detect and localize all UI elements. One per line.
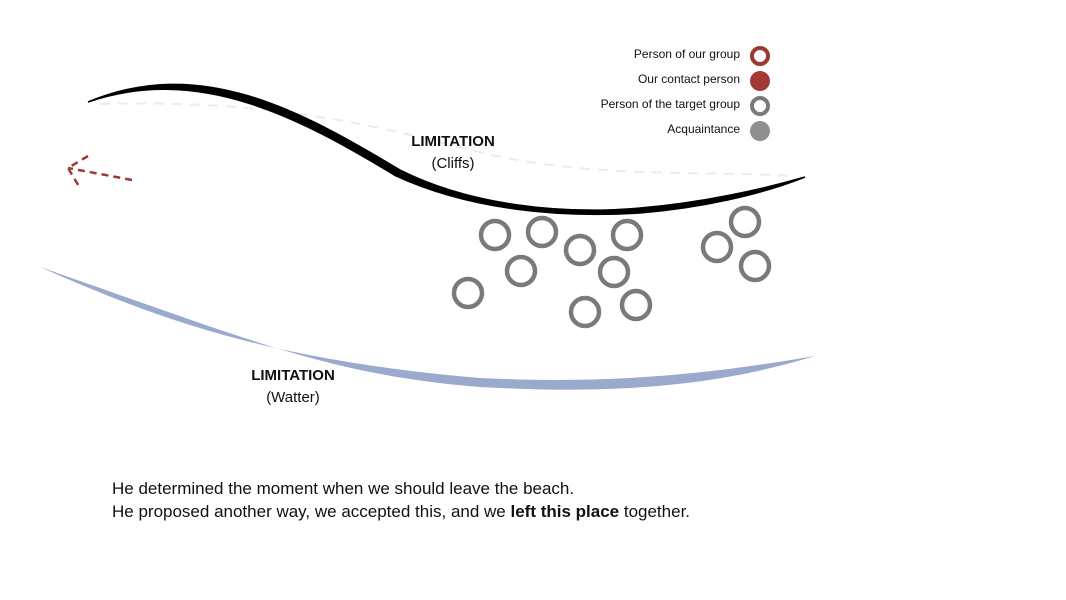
legend-label: Acquaintance [667,122,740,136]
target-group-person-icon [568,295,602,329]
target-group-person-icon [563,233,597,267]
water-limitation-label: LIMITATION (Watter) [233,365,353,409]
caption: He determined the moment when we should … [112,477,690,523]
target-group-person-icon [738,249,772,283]
caption-line-2-end: together. [619,502,691,521]
caption-line-2: He proposed another way, we accepted thi… [112,500,690,523]
legend-label: Our contact person [637,72,740,86]
target-group-person-icon [504,254,538,288]
cliffs-limitation-subtitle: (Cliffs) [431,155,475,172]
target-group-person-icon [597,255,631,289]
target-group-people [451,205,772,329]
red-ring-icon [750,46,770,66]
grey-ring-icon [750,96,770,116]
caption-line-1: He determined the moment when we should … [112,479,575,498]
target-group-person-icon [525,215,559,249]
faint-path-line [99,102,791,177]
water-boundary [40,267,815,390]
red-dot-icon [750,71,770,91]
target-group-person-icon [451,276,485,310]
legend-item-acquaintance: Acquaintance [560,119,770,144]
caption-line-2-bold: left this place [510,502,620,521]
cliffs-limitation-label: LIMITATION (Cliffs) [393,131,513,175]
legend: Person of our group Our contact person P… [560,44,770,144]
legend-label: Person of the target group [600,97,740,111]
target-group-person-icon [728,205,762,239]
exit-arrow [66,154,133,189]
caption-line-2-start: He proposed another way, we accepted thi… [112,502,511,521]
water-limitation-title: LIMITATION [251,367,335,384]
target-group-person-icon [619,288,653,322]
grey-dot-icon [750,121,770,141]
water-limitation-subtitle: (Watter) [266,389,320,406]
legend-item-our-group: Person of our group [560,44,770,69]
target-group-person-icon [478,218,512,252]
target-group-person-icon [700,230,734,264]
cliffs-boundary [87,83,806,216]
legend-label: Person of our group [633,47,740,61]
legend-item-target-group: Person of the target group [560,94,770,119]
legend-item-contact-person: Our contact person [560,69,770,94]
cliffs-limitation-title: LIMITATION [411,133,495,150]
target-group-person-icon [610,218,644,252]
